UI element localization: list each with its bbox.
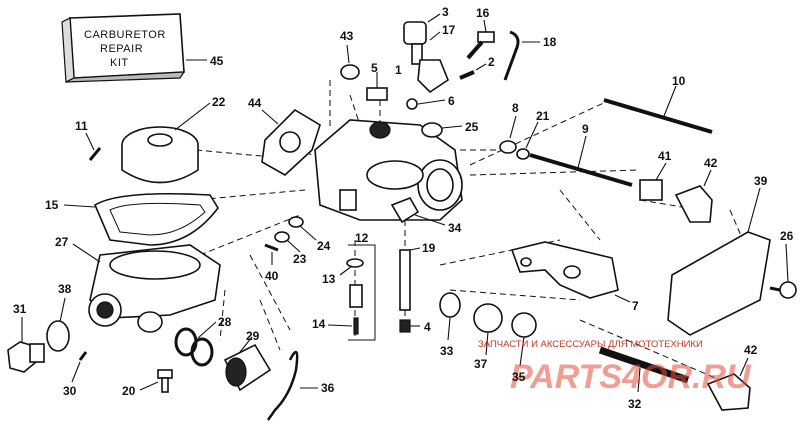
spring-25-part bbox=[421, 122, 463, 138]
callout-14: 14 bbox=[312, 317, 326, 331]
throttle-pin-part bbox=[264, 243, 279, 265]
check-ball-part bbox=[406, 98, 446, 110]
callout-26: 26 bbox=[780, 229, 794, 243]
callout-5: 5 bbox=[371, 61, 378, 75]
spring-21-part bbox=[516, 121, 539, 160]
callout-34: 34 bbox=[448, 221, 462, 235]
callout-1: 1 bbox=[395, 63, 402, 77]
nut-43-part bbox=[340, 44, 360, 80]
callout-32: 32 bbox=[628, 397, 642, 411]
callout-10: 10 bbox=[672, 74, 686, 88]
knob-42-part bbox=[674, 169, 713, 223]
callout-8: 8 bbox=[512, 101, 519, 115]
kit-label-line1: CARBURETOR bbox=[84, 29, 166, 41]
callout-42-lower: 42 bbox=[744, 343, 758, 357]
bowl-screw-part bbox=[139, 369, 173, 393]
callout-25: 25 bbox=[465, 120, 479, 134]
knob-42-lower-part bbox=[706, 357, 751, 411]
cap-5-part bbox=[366, 72, 388, 101]
callout-40: 40 bbox=[265, 269, 279, 283]
drain-plug-part bbox=[7, 317, 45, 373]
float-bowl-part bbox=[72, 243, 221, 333]
carburetor-body-part bbox=[314, 119, 463, 221]
callout-19: 19 bbox=[422, 241, 436, 255]
callout-36: 36 bbox=[321, 381, 335, 395]
callout-29: 29 bbox=[246, 329, 260, 343]
callout-30: 30 bbox=[63, 384, 77, 398]
choke-knob-part bbox=[403, 13, 449, 94]
callout-37: 37 bbox=[474, 357, 488, 371]
callout-16: 16 bbox=[476, 6, 490, 20]
wire-link-part bbox=[266, 350, 318, 421]
float-pin-part bbox=[85, 132, 102, 161]
kit-label-line3: KIT bbox=[110, 57, 129, 69]
callout-17: 17 bbox=[442, 23, 456, 37]
callout-6: 6 bbox=[448, 94, 455, 108]
callout-labels: 1 2 3 4 5 6 7 8 9 10 11 12 13 14 15 16 1… bbox=[13, 5, 794, 411]
bracket-7-part bbox=[510, 241, 631, 303]
callout-23: 23 bbox=[293, 252, 307, 266]
packing-nut-41-part bbox=[639, 162, 667, 201]
callout-44: 44 bbox=[248, 96, 262, 110]
callout-33: 33 bbox=[440, 344, 454, 358]
link-rod-18-part bbox=[503, 30, 540, 81]
roller-35-part bbox=[511, 312, 537, 367]
bowl-gasket-part bbox=[63, 192, 219, 246]
callout-11: 11 bbox=[75, 119, 88, 133]
callout-3: 3 bbox=[442, 5, 449, 19]
throttle-lever-34-part bbox=[390, 197, 446, 226]
kit-label-line2: REPAIR bbox=[100, 43, 143, 55]
callout-15: 15 bbox=[45, 198, 59, 212]
fuel-inlet-fitting-part bbox=[223, 336, 272, 392]
callout-27: 27 bbox=[55, 235, 69, 249]
needle-seat-group-part bbox=[327, 244, 376, 341]
callout-39: 39 bbox=[754, 174, 768, 188]
repair-kit-box: CARBURETOR REPAIR KIT bbox=[61, 13, 207, 83]
float-part bbox=[121, 102, 211, 184]
mounting-gasket-part bbox=[261, 108, 321, 176]
screw-16-part bbox=[466, 19, 495, 60]
callout-31: 31 bbox=[13, 302, 27, 316]
callout-38: 38 bbox=[58, 282, 72, 296]
watermark-logo: PARTS4OR.RU bbox=[510, 358, 752, 396]
callout-13: 13 bbox=[322, 272, 336, 286]
callout-42-upper: 42 bbox=[704, 156, 718, 170]
jet-19-part bbox=[399, 247, 421, 311]
washer-8-part bbox=[499, 115, 517, 154]
callout-24: 24 bbox=[317, 239, 331, 253]
watermark: ЗАПЧАСТИ И АКСЕССУАРЫ ДЛЯ МОТОТЕХНИКИ PA… bbox=[478, 339, 752, 396]
screw-2-part bbox=[459, 63, 487, 80]
callout-21: 21 bbox=[536, 109, 550, 123]
callout-41: 41 bbox=[658, 149, 672, 163]
mixture-needle-9-part bbox=[529, 135, 633, 187]
jet-4-part bbox=[399, 319, 420, 333]
callout-4: 4 bbox=[424, 320, 431, 334]
callout-22: 22 bbox=[212, 95, 226, 109]
o-ring-part bbox=[174, 321, 217, 367]
callout-2: 2 bbox=[488, 55, 495, 69]
shaft-32-part bbox=[598, 346, 690, 393]
callout-45: 45 bbox=[210, 54, 224, 68]
callout-9: 9 bbox=[582, 122, 589, 136]
callout-20: 20 bbox=[122, 384, 136, 398]
cover-39-part bbox=[667, 187, 771, 336]
screw-26-part bbox=[769, 243, 797, 299]
callout-12: 12 bbox=[355, 231, 369, 245]
small-pin-part bbox=[71, 351, 88, 383]
callout-35: 35 bbox=[512, 370, 526, 384]
clip-33-part bbox=[439, 292, 461, 341]
callout-7: 7 bbox=[632, 299, 639, 313]
watermark-caption: ЗАПЧАСТИ И АКСЕССУАРЫ ДЛЯ МОТОТЕХНИКИ bbox=[478, 339, 703, 350]
callout-43: 43 bbox=[340, 29, 354, 43]
mixture-needle-10-part bbox=[603, 85, 713, 134]
washer-pair-part bbox=[274, 216, 317, 253]
cam-follower-37-part bbox=[473, 303, 503, 356]
callout-18: 18 bbox=[543, 35, 557, 49]
welch-plug-part bbox=[46, 297, 70, 352]
callout-28: 28 bbox=[218, 315, 232, 329]
